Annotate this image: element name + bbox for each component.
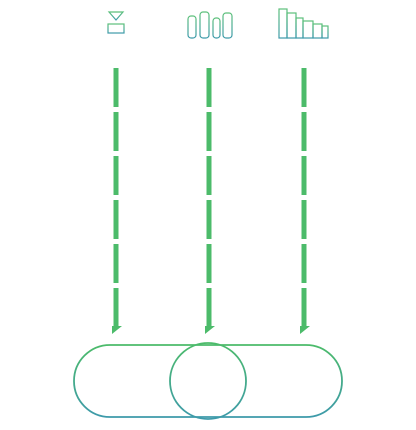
city-buildings-icon — [276, 8, 330, 39]
collector-inner-circle — [169, 342, 247, 420]
collector-capsule — [73, 344, 343, 418]
flow-arrow-left — [112, 68, 122, 334]
flow-arrow-right — [300, 68, 310, 334]
storage-tanks-icon — [183, 11, 237, 39]
flow-arrow-center — [205, 68, 215, 334]
pipeline-valve-icon — [88, 7, 144, 39]
